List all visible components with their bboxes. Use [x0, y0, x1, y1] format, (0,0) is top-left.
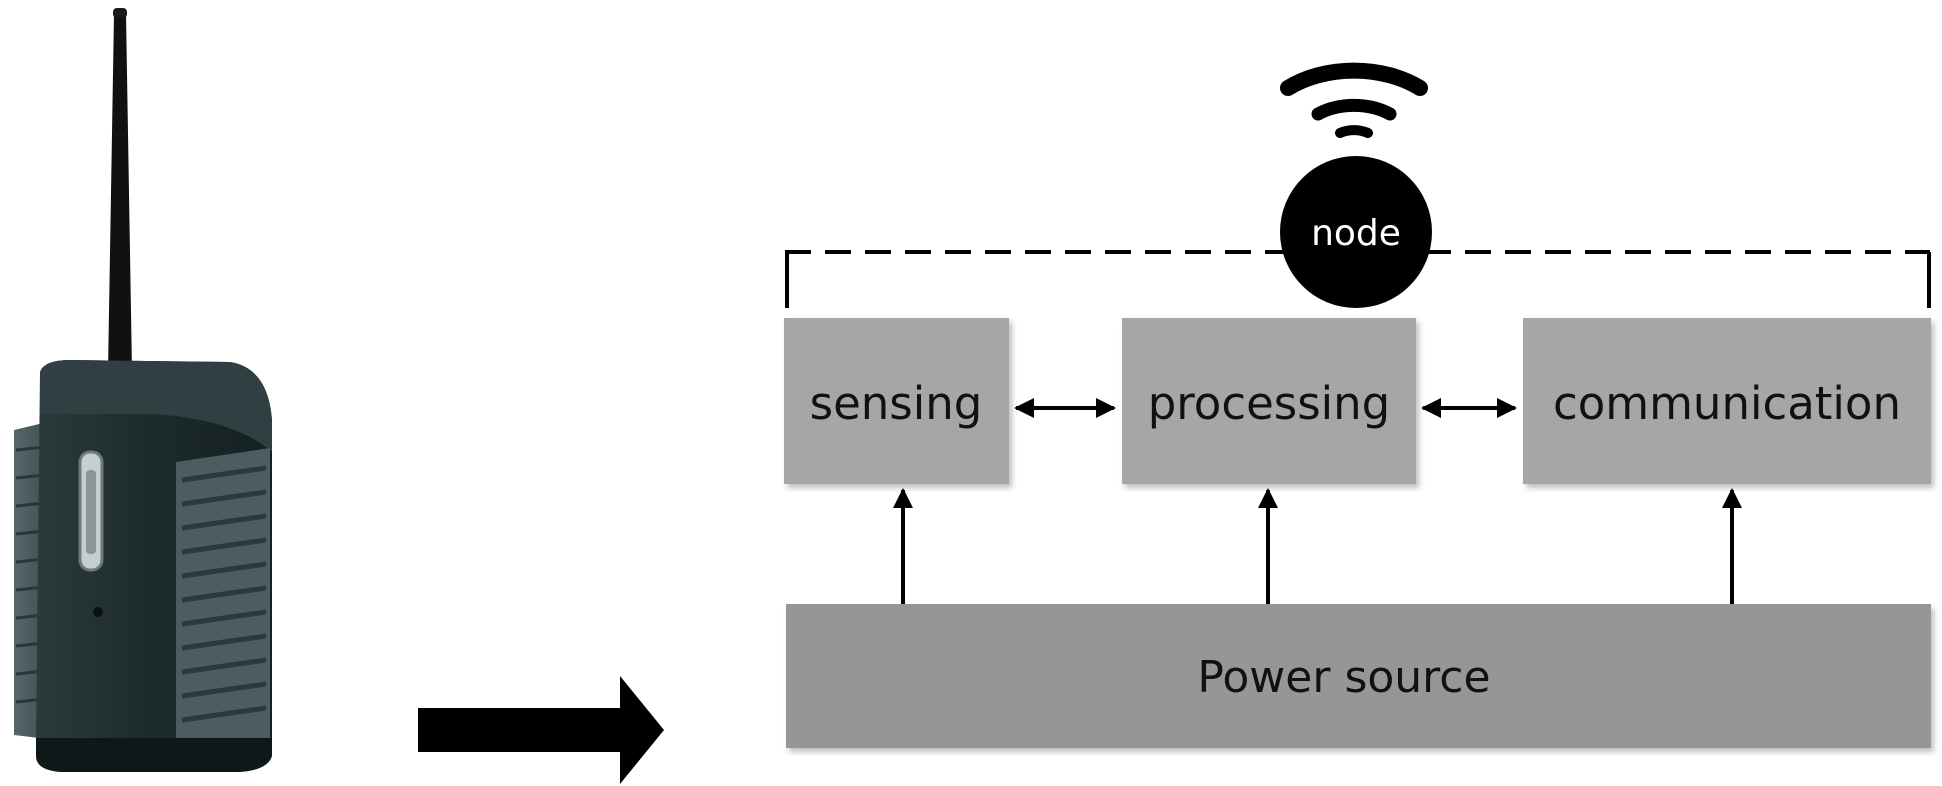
wifi-signal-icon — [1280, 62, 1428, 138]
right-arrow-icon — [418, 676, 664, 784]
wireless-sensor-device-icon — [14, 8, 272, 772]
processing-block — [1122, 318, 1416, 484]
sensing-block — [784, 318, 1009, 484]
communication-label: communication — [1553, 377, 1901, 430]
power-source-label: Power source — [1197, 652, 1490, 703]
node-label: node — [1311, 213, 1401, 254]
antenna — [108, 14, 132, 372]
power-source-block — [786, 604, 1931, 748]
communication-block — [1523, 318, 1931, 484]
processing-label: processing — [1148, 377, 1391, 430]
status-led — [93, 607, 103, 617]
node-circle — [1280, 156, 1432, 308]
sensing-label: sensing — [810, 377, 983, 430]
